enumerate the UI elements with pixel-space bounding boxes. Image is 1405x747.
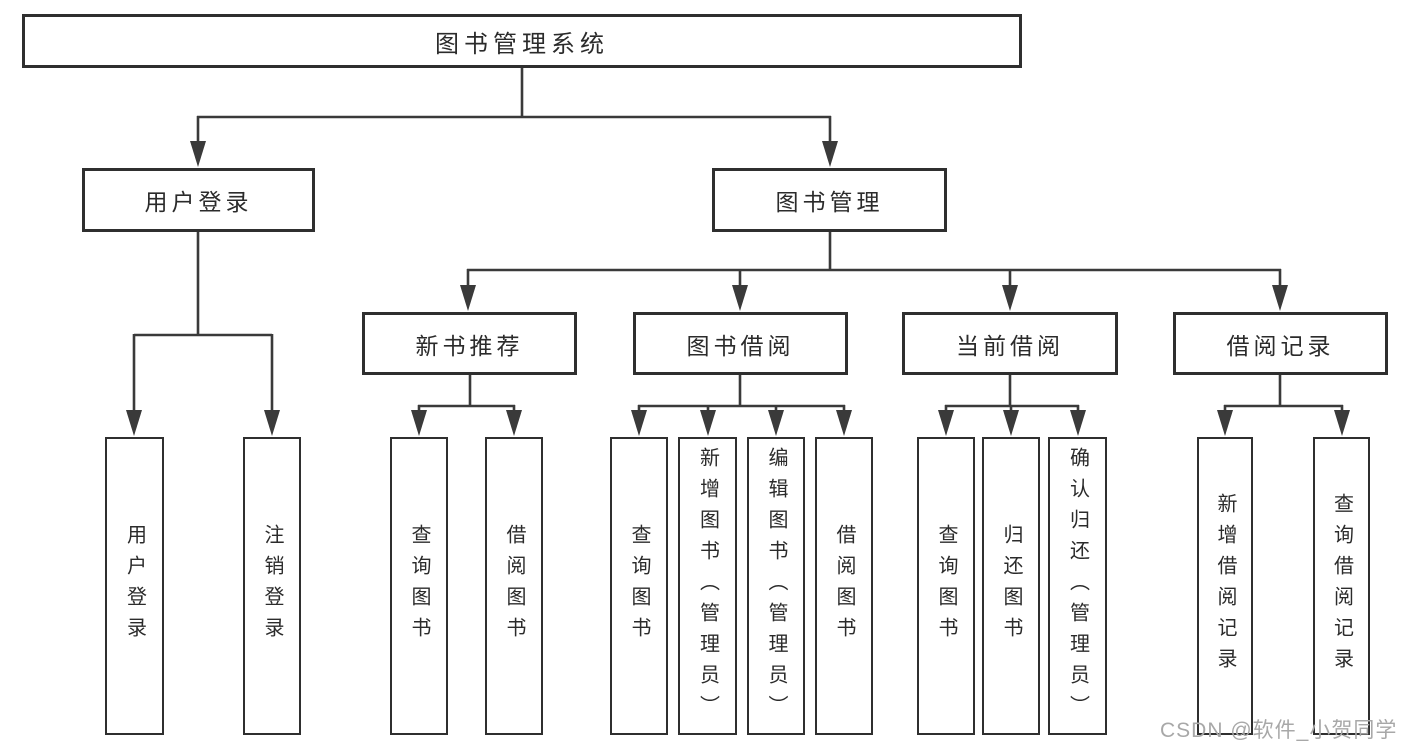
leaf-query-book-recommend: 查询图书 <box>390 437 448 735</box>
box-book-management: 图书管理 <box>712 168 947 232</box>
arrowhead-icons <box>126 141 1350 436</box>
leaf-return-book: 归还图书 <box>982 437 1040 735</box>
leaf-add-book-admin: 新增图书（管理员） <box>678 437 737 735</box>
box-borrow-record: 借阅记录 <box>1173 312 1388 375</box>
leaf-add-borrow-record: 新增借阅记录 <box>1197 437 1253 735</box>
leaf-user-login: 用户登录 <box>105 437 164 735</box>
leaf-query-book-current: 查询图书 <box>917 437 975 735</box>
leaf-borrow-book: 借阅图书 <box>815 437 873 735</box>
leaf-confirm-return-admin: 确认归还（管理员） <box>1048 437 1107 735</box>
box-library-system: 图书管理系统 <box>22 14 1022 68</box>
leaf-edit-book-admin: 编辑图书（管理员） <box>747 437 805 735</box>
box-user-login: 用户登录 <box>82 168 315 232</box>
leaf-query-borrow-record: 查询借阅记录 <box>1313 437 1370 735</box>
leaf-query-book-borrow: 查询图书 <box>610 437 668 735</box>
csdn-watermark: CSDN @软件_小贺同学 <box>1160 719 1398 742</box>
leaf-logout-login: 注销登录 <box>243 437 301 735</box>
box-current-borrow: 当前借阅 <box>902 312 1118 375</box>
box-new-book-recommend: 新书推荐 <box>362 312 577 375</box>
leaf-borrow-book-recommend: 借阅图书 <box>485 437 543 735</box>
box-book-borrow: 图书借阅 <box>633 312 848 375</box>
